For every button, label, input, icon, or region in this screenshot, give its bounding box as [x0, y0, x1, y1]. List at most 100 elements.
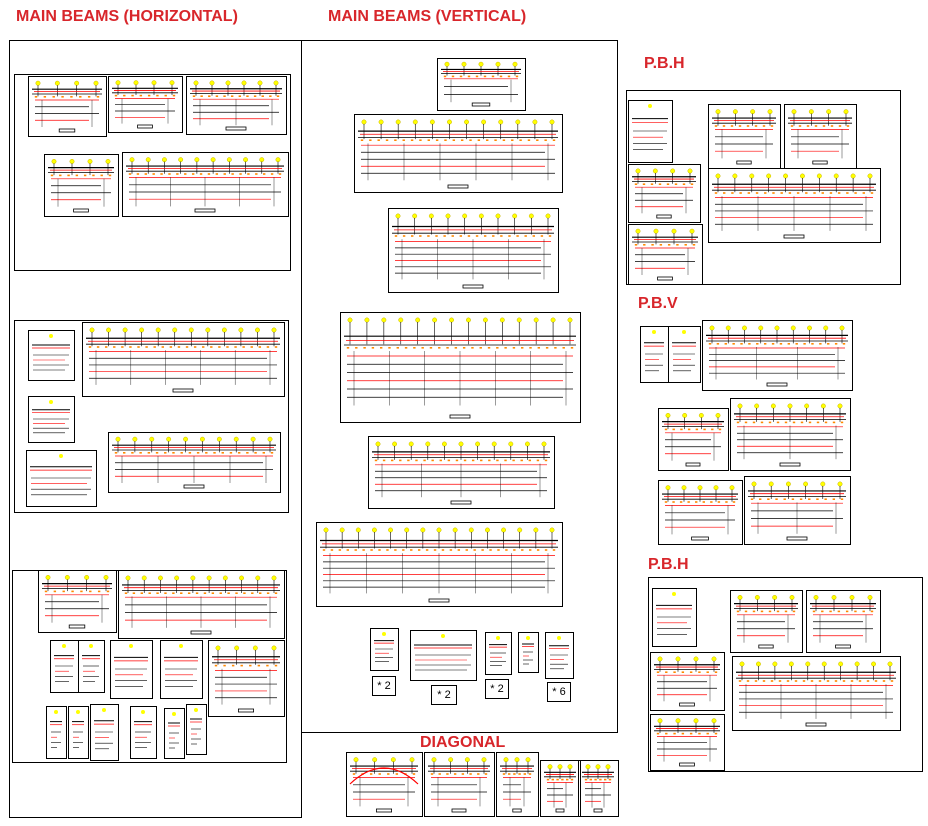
- stirrup-mark: [446, 773, 449, 775]
- stirrup-mark: [479, 347, 482, 349]
- title-main-beams-horizontal: MAIN BEAMS (HORIZONTAL): [16, 8, 238, 25]
- stirrup-mark: [698, 671, 701, 673]
- stirrup-mark: [732, 501, 736, 503]
- support-node: [813, 594, 819, 600]
- stirrup-mark: [96, 346, 100, 348]
- support-node: [115, 436, 121, 442]
- stirrup-mark: [813, 192, 816, 194]
- stirrup-mark: [819, 343, 822, 345]
- detail-title-tag: [58, 128, 76, 133]
- multiplier-box-3: * 2: [485, 679, 509, 699]
- support-node: [516, 317, 522, 323]
- support-node: [665, 485, 671, 491]
- stirrup-mark: [131, 94, 134, 97]
- detail-title-tag: [758, 644, 774, 649]
- stirrup-mark: [829, 610, 832, 613]
- stirrup-mark: [780, 192, 783, 194]
- section-sheet-15: [160, 640, 203, 699]
- support-node: [820, 481, 826, 487]
- stirrup-mark: [246, 452, 249, 454]
- stirrup-mark: [369, 139, 372, 141]
- stirrup-mark: [795, 343, 798, 345]
- stirrup-mark: [708, 343, 712, 345]
- stirrup-mark: [155, 452, 159, 454]
- stirrup-mark: [681, 732, 685, 735]
- support-node: [122, 327, 128, 333]
- support-node: [515, 119, 521, 125]
- section-sheet-33: [545, 632, 574, 679]
- stirrup-mark: [752, 610, 756, 613]
- stirrup-mark: [469, 139, 472, 141]
- stirrup-mark: [754, 680, 758, 682]
- support-node: [837, 403, 843, 409]
- title-pbh-top: P.B.H: [644, 55, 685, 72]
- support-node: [105, 158, 111, 164]
- support-node: [854, 661, 860, 667]
- support-node: [241, 80, 247, 86]
- support-node: [458, 441, 464, 447]
- section-sheet-47: [652, 588, 697, 647]
- stirrup-mark: [87, 96, 91, 98]
- stirrup-mark: [360, 139, 364, 141]
- detail-title-tag: [68, 624, 86, 629]
- title-pbh-bottom: P.B.H: [648, 556, 689, 573]
- stirrup-mark: [497, 549, 500, 551]
- stirrup-mark: [827, 343, 830, 345]
- support-node: [495, 213, 501, 219]
- stirrup-mark: [161, 346, 164, 348]
- support-node: [648, 104, 652, 108]
- support-node: [732, 173, 738, 179]
- support-node: [206, 575, 212, 581]
- stirrup-mark: [837, 610, 841, 613]
- stirrup-mark: [210, 346, 213, 348]
- stirrup-mark: [717, 501, 721, 503]
- section-sheet-19: [90, 704, 119, 761]
- stirrup-mark: [768, 421, 772, 424]
- beam-detail-1: [108, 76, 183, 133]
- stirrup-mark: [172, 452, 175, 454]
- stirrup-mark: [752, 421, 756, 424]
- stirrup-mark: [435, 235, 438, 237]
- stirrup-mark: [508, 235, 511, 237]
- support-node: [431, 757, 437, 763]
- stirrup-mark: [772, 192, 775, 194]
- stirrup-mark: [253, 95, 257, 97]
- beam-detail-2: [186, 76, 287, 135]
- stirrup-mark: [346, 347, 350, 349]
- stirrup-mark: [504, 459, 507, 462]
- support-node: [255, 327, 260, 333]
- stirrup-mark: [692, 244, 696, 246]
- stirrup-mark: [776, 421, 780, 424]
- support-node: [347, 317, 353, 323]
- support-node: [605, 764, 611, 770]
- support-node: [839, 325, 845, 331]
- support-node: [271, 327, 277, 333]
- stirrup-mark: [221, 452, 224, 454]
- stirrup-mark: [459, 235, 463, 237]
- stirrup-mark: [471, 347, 474, 349]
- stirrup-mark: [546, 778, 550, 781]
- support-node: [209, 80, 215, 86]
- detail-title-tag: [657, 276, 673, 281]
- support-node: [767, 109, 773, 115]
- stirrup-mark: [369, 773, 373, 775]
- stirrup-mark: [862, 610, 865, 613]
- stirrup-mark: [211, 592, 215, 594]
- group-h1: [14, 74, 291, 271]
- stirrup-mark: [480, 459, 483, 462]
- stirrup-mark: [799, 498, 803, 500]
- stirrup-mark: [536, 139, 539, 141]
- support-node: [155, 327, 161, 333]
- stirrup-mark: [816, 421, 820, 424]
- stirrup-mark: [528, 773, 532, 775]
- beam-detail-37: [628, 164, 701, 223]
- support-node: [449, 317, 454, 323]
- stirrup-mark: [556, 778, 559, 781]
- stirrup-mark: [882, 680, 886, 682]
- support-node: [169, 80, 175, 86]
- stirrup-mark: [544, 459, 548, 462]
- stirrup-mark: [240, 664, 243, 667]
- support-node: [681, 485, 687, 491]
- stirrup-mark: [714, 732, 718, 735]
